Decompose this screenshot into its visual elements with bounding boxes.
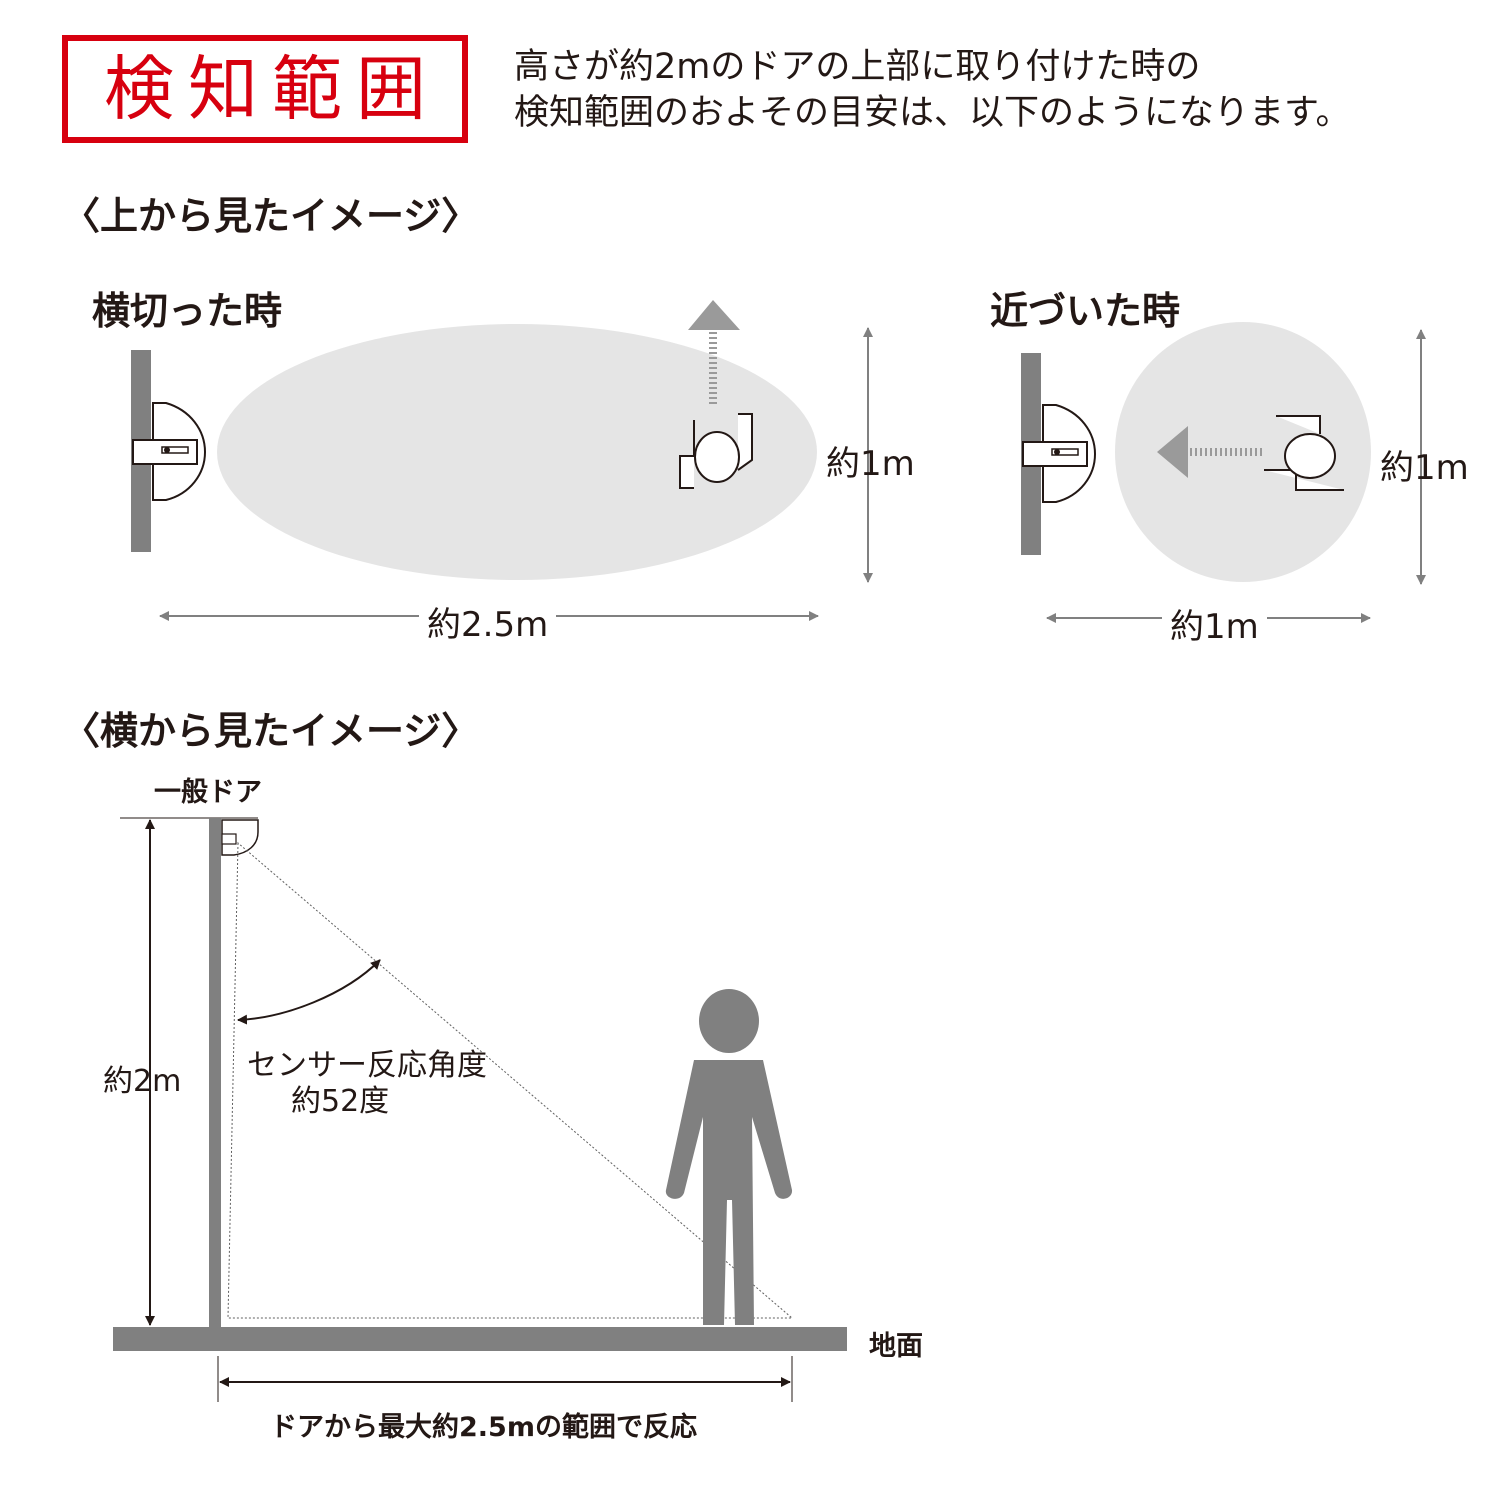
detection-zone [217, 324, 817, 580]
door-label: 一般ドア [154, 777, 262, 808]
page-title: 検知範囲 [62, 35, 468, 143]
sensor-icon [132, 402, 207, 501]
angle-label-line2: 約52度 [291, 1084, 390, 1119]
approaching-diagram [1021, 322, 1426, 623]
angle-arc [237, 959, 381, 1025]
detection-zone [1115, 322, 1371, 582]
crossing-height-label: 約1m [826, 444, 915, 484]
arrow-up-icon [688, 300, 740, 330]
person-topview-icon [679, 413, 753, 489]
sensor-icon [1022, 404, 1097, 503]
angle-label-line1: センサー反応角度 [247, 1048, 487, 1083]
detection-cone [227, 841, 794, 1319]
door-frame [209, 818, 221, 1330]
range-label: ドアから最大約2.5mの範囲で反応 [270, 1412, 697, 1443]
ground-label: 地面 [869, 1331, 923, 1362]
intro-line-2: 検知範囲のおよその目安は、以下のようになります。 [514, 93, 1351, 133]
intro-line-1: 高さが約2mのドアの上部に取り付けた時の [514, 47, 1201, 87]
side-view-heading: 〈横から見たイメージ〉 [62, 709, 480, 753]
person-topview-icon [1264, 415, 1344, 491]
crossing-width-label: 約2.5m [419, 597, 557, 646]
sensor-side-icon [221, 819, 259, 856]
arrow-left-icon [1157, 426, 1188, 478]
person-icon [665, 989, 793, 1325]
approaching-title: 近づいた時 [990, 289, 1181, 333]
crossing-title: 横切った時 [92, 289, 283, 333]
approaching-width-label: 約1m [1162, 599, 1267, 648]
side-diagram [113, 817, 847, 1402]
top-view-heading: 〈上から見たイメージ〉 [62, 194, 480, 238]
approaching-height-label: 約1m [1380, 448, 1469, 488]
height-label: 約2m [103, 1064, 182, 1099]
ground [113, 1327, 847, 1351]
crossing-diagram [131, 300, 873, 621]
